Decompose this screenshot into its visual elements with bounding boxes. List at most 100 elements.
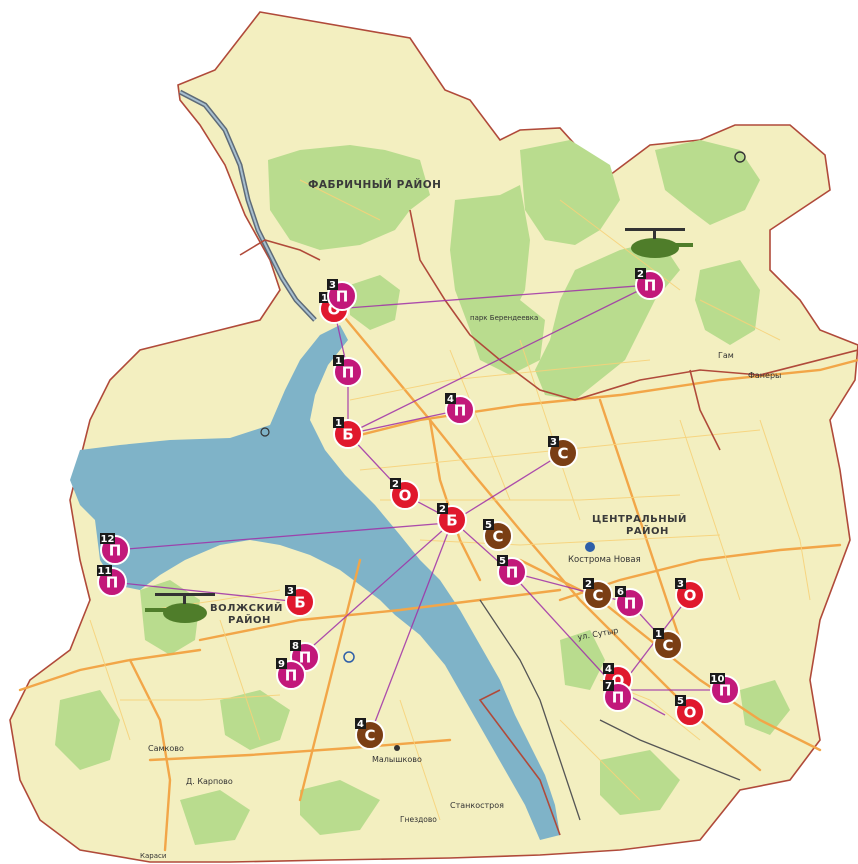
marker-type: О (399, 487, 412, 505)
marker-type: П (719, 682, 732, 700)
marker-number-badge (635, 268, 646, 279)
marker-number: 8 (292, 641, 299, 652)
marker-type: П (612, 689, 625, 707)
place-label: парк Берендеевка (470, 314, 538, 322)
marker-type: П (106, 574, 119, 592)
marker-type: О (684, 587, 697, 605)
facility-marker[interactable]: С1 (653, 628, 683, 660)
marker-type: С (492, 528, 503, 546)
facility-marker[interactable]: С5 (483, 519, 513, 551)
district-label-volzhsky: РАЙОН (228, 613, 271, 626)
marker-number: 2 (637, 269, 644, 280)
district-label-fabrichny: ФАБРИЧНЫЙ РАЙОН (308, 178, 441, 191)
marker-number-badge (333, 355, 344, 366)
marker-number-badge (710, 673, 725, 684)
marker-number-badge (583, 578, 594, 589)
marker-type: О (684, 704, 697, 722)
marker-number: 1 (335, 356, 342, 367)
facility-marker[interactable]: Б2 (437, 503, 467, 535)
facility-marker[interactable]: П2 (635, 268, 665, 300)
marker-number-badge (603, 680, 614, 691)
place-label: Станкостроя (450, 801, 504, 810)
marker-number: 3 (329, 280, 336, 291)
marker-number-badge (355, 718, 366, 729)
marker-type: С (662, 637, 673, 655)
marker-number-badge (675, 578, 686, 589)
marker-number-badge (327, 279, 338, 290)
marker-number: 5 (677, 696, 684, 707)
marker-type: П (624, 595, 637, 613)
marker-number-badge (390, 478, 401, 489)
marker-number-badge (290, 640, 301, 651)
facility-marker[interactable]: П3 (327, 279, 357, 311)
place-label: Гнездово (400, 815, 437, 824)
marker-number-badge (653, 628, 664, 639)
river-volga (70, 325, 560, 840)
marker-number-badge (615, 586, 626, 597)
facility-marker[interactable]: С4 (355, 718, 385, 750)
marker-number-badge (548, 436, 559, 447)
facility-marker[interactable]: П7 (603, 680, 633, 712)
facility-marker[interactable]: П10 (710, 673, 740, 705)
marker-type: Б (294, 594, 305, 612)
marker-number: 2 (585, 579, 592, 590)
marker-number-badge (675, 695, 686, 706)
marker-number: 4 (605, 664, 612, 675)
marker-number-badge (603, 663, 614, 674)
stadium-icon (734, 151, 746, 163)
marker-type: П (342, 364, 355, 382)
marker-number: 2 (392, 479, 399, 490)
marker-number: 5 (499, 556, 506, 567)
metro-station-icon (260, 427, 595, 751)
facility-marker[interactable]: П9 (276, 658, 306, 690)
helicopter-icon (625, 228, 693, 258)
marker-number: 1 (321, 293, 328, 304)
facility-marker[interactable]: П5 (497, 555, 527, 587)
marker-number-badge (497, 555, 508, 566)
marker-type: С (364, 727, 375, 745)
marker-type: П (644, 277, 657, 295)
marker-type: П (506, 564, 519, 582)
marker-number: 1 (655, 629, 662, 640)
marker-number: 10 (711, 674, 725, 685)
marker-number: 3 (550, 437, 557, 448)
place-label: Фанеры (748, 371, 781, 380)
facility-marker[interactable]: О5 (675, 695, 705, 727)
facility-marker[interactable]: П4 (445, 393, 475, 425)
marker-number: 9 (278, 659, 285, 670)
marker-number-badge (276, 658, 287, 669)
marker-number: 2 (439, 504, 446, 515)
marker-type: Б (342, 426, 353, 444)
marker-number: 3 (677, 579, 684, 590)
facility-marker[interactable]: П1 (333, 355, 363, 387)
district-label-volzhsky: ВОЛЖСКИЙ (210, 601, 283, 614)
marker-type: С (557, 445, 568, 463)
facility-marker[interactable]: С2 (583, 578, 613, 610)
place-label: Караси (140, 852, 166, 860)
marker-number-badge (333, 417, 344, 428)
marker-number-badge (100, 533, 115, 544)
facility-marker[interactable]: О3 (675, 578, 705, 610)
facility-marker[interactable]: П12 (100, 533, 130, 565)
marker-type: П (109, 542, 122, 560)
marker-number: 11 (98, 566, 112, 577)
marker-number-badge (319, 292, 330, 303)
facility-marker[interactable]: П11 (97, 565, 127, 597)
facility-marker[interactable]: Б1 (333, 417, 363, 449)
district-boundaries (239, 209, 858, 836)
facility-marker[interactable]: С3 (548, 436, 578, 468)
facility-marker[interactable]: П6 (615, 586, 645, 618)
helicopter-icon (145, 593, 215, 623)
marker-number: 5 (485, 520, 492, 531)
facility-marker[interactable]: О2 (390, 478, 420, 510)
marker-type: С (592, 587, 603, 605)
marker-number: 4 (357, 719, 364, 730)
district-label-central: РАЙОН (626, 524, 669, 537)
marker-number-badge (97, 565, 112, 576)
marker-type: П (454, 402, 467, 420)
marker-number-badge (483, 519, 494, 530)
marker-number-badge (285, 585, 296, 596)
facility-marker[interactable]: Б3 (285, 585, 315, 617)
